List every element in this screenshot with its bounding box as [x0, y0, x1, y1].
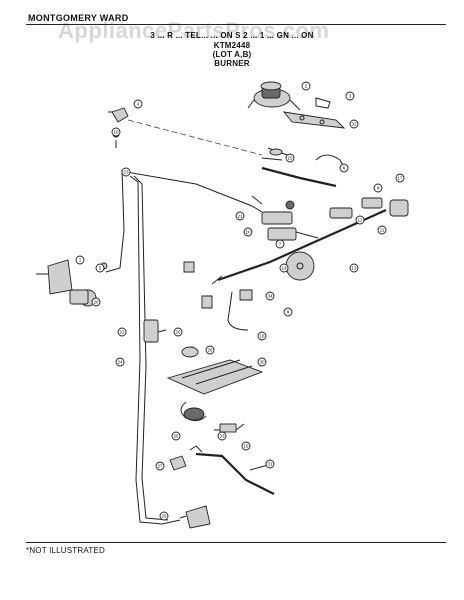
callout-23: 23 — [121, 167, 131, 177]
section-title: BURNER — [214, 59, 250, 68]
burner-grommet — [285, 251, 315, 281]
svg-text:4: 4 — [137, 102, 140, 107]
orifice-spuds — [183, 261, 253, 331]
svg-text:5: 5 — [99, 266, 102, 271]
callout-3: 3 — [345, 91, 355, 101]
svg-text:19: 19 — [243, 444, 249, 449]
callout-4: 4 — [133, 99, 143, 109]
svg-text:18: 18 — [259, 334, 265, 339]
gas-lines — [105, 130, 263, 525]
burner-bracket — [282, 97, 346, 129]
burner-baffle — [166, 359, 264, 395]
model-number: KTM2448 — [213, 41, 251, 50]
callout-29: 29 — [159, 511, 169, 521]
callout-17: 17 — [395, 173, 405, 183]
svg-text:17: 17 — [397, 176, 403, 181]
svg-text:33: 33 — [219, 434, 225, 439]
svg-text:10: 10 — [245, 230, 251, 235]
svg-text:34: 34 — [267, 294, 273, 299]
callout-21: 21 — [235, 211, 245, 221]
svg-text:8: 8 — [377, 186, 380, 191]
lower-burner-element — [180, 401, 245, 433]
callout-9: 9 — [283, 307, 293, 317]
valve-cluster — [251, 195, 409, 241]
callout-16: 16 — [111, 127, 121, 137]
callout-6: 6 — [339, 163, 349, 173]
not-illustrated-note: *NOT ILLUSTRATED — [26, 546, 105, 555]
broil-burner-tube — [169, 445, 275, 495]
footer-rule — [26, 542, 446, 543]
callout-14: 14 — [279, 263, 289, 273]
svg-text:30: 30 — [259, 360, 265, 365]
callout-26: 26 — [173, 327, 183, 337]
svg-text:28: 28 — [207, 348, 213, 353]
callout-20: 20 — [91, 297, 101, 307]
svg-text:20: 20 — [93, 300, 99, 305]
callout-12: 12 — [355, 215, 365, 225]
callout-13: 13 — [349, 263, 359, 273]
sensing-bulb — [143, 319, 167, 343]
svg-text:22: 22 — [119, 330, 125, 335]
callout-11: 11 — [377, 225, 387, 235]
brand-name: MONTGOMERY WARD — [28, 13, 129, 23]
bottom-fitting — [179, 505, 211, 529]
burner-head — [247, 81, 301, 111]
svg-text:29: 29 — [161, 514, 167, 519]
callout-33: 33 — [217, 431, 227, 441]
svg-text:11: 11 — [380, 228, 385, 233]
burner-tube — [261, 147, 347, 188]
svg-text:24: 24 — [117, 360, 123, 365]
callout-1: 1 — [75, 255, 85, 265]
callout-27: 27 — [155, 461, 165, 471]
callout-24: 24 — [115, 357, 125, 367]
callout-15: 15 — [285, 153, 295, 163]
callout-18: 18 — [257, 331, 267, 341]
svg-text:32: 32 — [351, 122, 357, 127]
callout-32: 32 — [349, 119, 359, 129]
callout-34: 34 — [265, 291, 275, 301]
dashed-leader — [127, 119, 263, 156]
header-rule — [26, 24, 446, 25]
diagram-title: 3 ... R ... TEL... ... ON S 2 ... 1 ... … — [150, 31, 314, 40]
svg-text:14: 14 — [281, 266, 287, 271]
svg-text:31: 31 — [267, 462, 273, 467]
svg-text:27: 27 — [157, 464, 163, 469]
svg-text:2: 2 — [305, 84, 308, 89]
callout-5: 5 — [95, 263, 105, 273]
callout-8: 8 — [373, 183, 383, 193]
callout-2: 2 — [301, 81, 311, 91]
svg-text:12: 12 — [357, 218, 363, 223]
spreader-disc — [181, 346, 199, 358]
svg-text:7: 7 — [279, 242, 282, 247]
svg-text:21: 21 — [237, 214, 243, 219]
callout-7: 7 — [275, 239, 285, 249]
svg-text:13: 13 — [351, 266, 357, 271]
top-left-fitting — [108, 107, 129, 123]
callout-10: 10 — [243, 227, 253, 237]
watermark: AppliancePartsPros.com — [58, 18, 330, 43]
svg-text:25: 25 — [173, 434, 179, 439]
callout-30: 30 — [257, 357, 267, 367]
callout-19: 19 — [241, 441, 251, 451]
svg-text:6: 6 — [343, 166, 346, 171]
callout-28: 28 — [205, 345, 215, 355]
lot-designation: (LOT A,B) — [212, 50, 252, 59]
svg-text:3: 3 — [349, 94, 352, 99]
svg-text:16: 16 — [113, 130, 119, 135]
svg-text:9: 9 — [287, 310, 290, 315]
svg-text:23: 23 — [123, 170, 129, 175]
svg-text:1: 1 — [79, 258, 82, 263]
callout-31: 31 — [265, 459, 275, 469]
callout-25: 25 — [171, 431, 181, 441]
callout-22: 22 — [117, 327, 127, 337]
svg-text:26: 26 — [175, 330, 181, 335]
svg-text:15: 15 — [287, 156, 293, 161]
